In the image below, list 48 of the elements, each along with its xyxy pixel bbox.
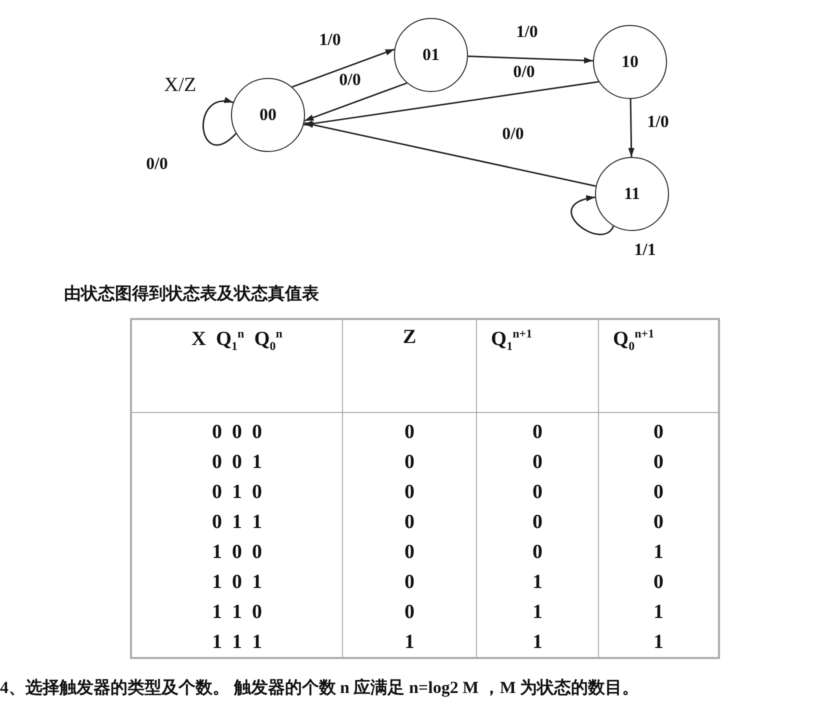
table-value: 0 [404,540,414,562]
table-value: 0 [532,510,542,532]
table-value: 1 [654,540,664,562]
column-header: Z [402,326,416,348]
body-text: 4、选择触发器的类型及个数。 触发器的个数 n 应满足 n=log2 M ，M 为状态的数目。 [0,677,640,699]
table-value: 0 [532,420,542,442]
table-value: 0 [404,510,414,532]
transition-arrow [570,196,614,236]
table-value: 0 [654,570,664,592]
table-value: 1 [532,570,542,592]
transition-arrow [292,48,395,88]
table-value: 0 [654,450,664,472]
table-value: 0 [404,420,414,442]
table-value: 0 [532,450,542,472]
table-value: 0 [404,570,414,592]
table-value: 0 [532,540,542,562]
table-value: 1 0 1 [212,570,262,592]
table-value: 1 [532,600,542,622]
table-value: 0 [404,450,414,472]
table-value: 1 1 1 [212,630,262,652]
table-value: 1 [654,630,664,652]
transition-arrow [202,98,236,146]
state-circle: 00 [231,78,305,152]
table-value: 0 1 1 [212,510,262,532]
table-value: 1 1 0 [212,600,262,622]
notation-label: X/Z [164,74,196,97]
table-value: 0 [654,510,664,532]
transition-arrow [628,98,634,158]
table-value: 0 [404,600,414,622]
state-circle: 01 [394,18,468,92]
transition-arrow [468,56,594,64]
table-value: 0 [532,480,542,502]
table-value: 0 [404,480,414,502]
table-value: 1 [654,600,664,622]
table-value: 1 0 0 [212,540,262,562]
table-value: 0 [654,420,664,442]
table-value: 1 [532,630,542,652]
state-circle: 11 [595,157,669,231]
transition-arrow [304,122,596,187]
table-value: 1 [404,630,414,652]
state-circle: 10 [593,25,667,99]
table-value: 0 0 0 [212,420,262,442]
transition-arrow [304,81,599,127]
table-value: 0 [654,480,664,502]
transition-arrow [304,82,408,122]
table-value: 0 0 1 [212,450,262,472]
section-heading: 由状态图得到状态表及状态真值表 [64,283,319,305]
table-value: 0 1 0 [212,480,262,502]
